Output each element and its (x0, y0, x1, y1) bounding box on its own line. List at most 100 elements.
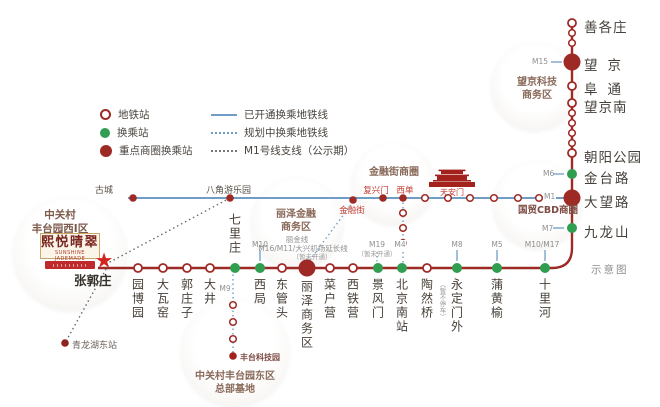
legend-row-opened-line: 已开通换乘地铁线 (211, 107, 328, 122)
station-dot-beijingnanzhan (397, 263, 407, 273)
legend-label: M1号线支线（公示期） (244, 145, 355, 157)
station-dot-shangezhuang (567, 18, 577, 28)
hub-station-icon (100, 144, 112, 157)
legend-row-metro: 地铁站 (100, 107, 150, 122)
legend-row-planned-line: 规划中换乘地铁线 (211, 125, 328, 140)
station-label: 陶然桥 (419, 278, 434, 320)
station-label-xidan: 西单 (396, 186, 414, 196)
station-label-gucheng: 古城 (95, 186, 114, 196)
tiananmen-icon (429, 169, 475, 187)
station-label-qilizhuang: 七里庄 (227, 213, 242, 255)
station-dot-chaoyanggongyuan (567, 148, 577, 158)
station-label-jinrongjie: 金融街 (339, 206, 365, 216)
station-dot-dajing (205, 263, 215, 273)
line-label-m1: M1 (543, 192, 557, 201)
bubble-label-lize: 丽泽金融 商务区 (276, 209, 316, 233)
line-label-m16-m11: M16/M11/大兴机场延长线 (258, 244, 348, 253)
legend-label: 重点商圈换乘站 (119, 145, 193, 157)
line-label-m6: M6 (543, 169, 555, 178)
station-dot-dongguantou (277, 263, 287, 273)
station-dot-xitieying (348, 263, 358, 273)
bubble-label-guomao: 国贸CBD商圈 (517, 205, 579, 216)
opened-line-icon (211, 113, 237, 116)
station-note-taoranqiao: （暂不停车） (438, 281, 446, 320)
station-label-qinglonghu: 青龙湖东站 (72, 341, 118, 351)
station-dot-jinrongjie (349, 196, 357, 204)
station-label-shangezhuang: 善各庄 (584, 20, 628, 36)
station-label: 景风门 (370, 278, 385, 320)
station-dot-gucheng (129, 194, 137, 202)
station-dot-yongdingmenwai (452, 263, 462, 273)
station-dot-puhuangyu (492, 263, 502, 273)
line-label-m10-m17: M10/M17 (524, 240, 560, 249)
station-dot-fuxingmen (379, 194, 387, 202)
line-label-m5: M5 (491, 240, 503, 249)
station-label-chaoyanggongyuan: 朝阳公园 (584, 150, 642, 166)
m1-branch-line-icon (211, 149, 237, 152)
station-dot-xidan (399, 194, 407, 202)
bubble-zgc-east (181, 298, 289, 406)
station-dot-guozhuangzi (182, 263, 192, 273)
line-label-m15: M15 (532, 57, 549, 66)
station-dot-jintailu (567, 169, 577, 179)
bubble-jinrongjie (352, 142, 434, 224)
line-note-m19: （暂未开通） (357, 250, 397, 258)
lijin-route (306, 201, 354, 265)
bubble-label-wangjing: 望京科技 商务区 (517, 77, 557, 101)
station-dot-dawanglu-hub (563, 189, 581, 207)
station-dot-lize-hub (298, 259, 316, 277)
station-label-zhangguozhuang: 张郭庄 (74, 273, 112, 288)
line14-route (98, 20, 574, 270)
line-label-m4: M4 (393, 240, 407, 249)
legend-row-transfer: 换乘站 (100, 125, 149, 140)
line-label-m8: M8 (451, 240, 463, 249)
station-label-jintailu: 金台路 (584, 171, 631, 187)
m1-branch-route (64, 197, 231, 344)
station-label: 菜户营 (322, 278, 337, 320)
station-label: 西局 (252, 278, 267, 306)
station-dot-shilihe (540, 263, 550, 273)
line-label-m19: M19 (368, 240, 386, 249)
station-dot-qinglonghu (61, 339, 69, 347)
project-logo-ribbon (45, 261, 95, 269)
metro-station-icon (100, 109, 111, 120)
legend-label: 规划中换乘地铁线 (244, 127, 328, 139)
line14-intermediate-dots (567, 28, 577, 148)
landmark-label-tiananmen: 天安门 (440, 188, 464, 197)
station-label: 永定门外 (449, 278, 464, 334)
project-logo-subtitle: SUNSHINE JADEMADE (54, 250, 86, 263)
station-label-futong: 阜通 (584, 82, 631, 98)
station-dot-taoranqiao (422, 263, 432, 273)
station-dot-xiju (255, 263, 265, 273)
bubble-label-zgc-east: 中关村丰台园东区 总部基地 (195, 371, 275, 395)
station-label-bajiao: 八角游乐园 (206, 186, 252, 196)
station-dot-fengtai-keji (229, 352, 237, 360)
station-label: 十里河 (537, 278, 552, 320)
bubble-label-jinrongjie: 金融街商圈 (369, 167, 419, 178)
legend-row-hub: 重点商圈换乘站 (100, 143, 193, 158)
station-label-fuxingmen: 复兴门 (363, 186, 389, 196)
planned-line-icon (211, 131, 237, 134)
station-dot-wangjingnan (567, 98, 577, 108)
legend-label: 已开通换乘地铁线 (244, 109, 328, 121)
station-label: 东管头 (274, 278, 289, 320)
diagram-note: 示意图 (591, 264, 629, 276)
station-label-fengtai-keji: 丰台科技园 (240, 353, 280, 362)
bubble-lize (251, 177, 343, 269)
station-dot-bajiao (226, 194, 234, 202)
line-label-m10: M10 (251, 240, 269, 249)
project-logo-name: 熙悦晴翠 (41, 235, 100, 250)
legend-label: 换乘站 (117, 127, 149, 139)
project-district-label: 中关村 丰台园西Ⅰ区 (31, 209, 89, 235)
station-label-dawanglu: 大望路 (584, 195, 631, 211)
project-star-icon: ★ (94, 248, 114, 273)
station-label-wangjing: 望京 (584, 58, 631, 74)
line-label-m9: M9 (219, 284, 231, 293)
station-dot-qilizhuang (230, 263, 240, 273)
line-label-lijin: 丽金线 (285, 235, 309, 244)
station-label: 大瓦窑 (155, 278, 170, 320)
bubble-wangjing (491, 42, 579, 130)
station-dot-yuanboyuan (133, 263, 143, 273)
